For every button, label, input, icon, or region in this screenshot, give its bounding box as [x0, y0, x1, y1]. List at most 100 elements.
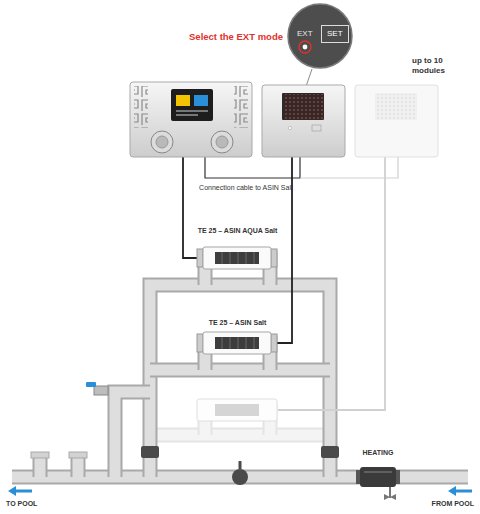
cable-label: Connection cable to ASIN Salt	[190, 184, 302, 192]
ghost-pipe-part	[150, 430, 330, 441]
zoom-circle: SET EXT	[287, 3, 353, 69]
valve-symbol-part	[239, 461, 242, 469]
asin-aqua-controller-part	[211, 131, 233, 153]
asin-aqua-controller-part	[216, 136, 228, 148]
shape-part	[299, 41, 311, 53]
part-name: TE 25 – ASIN Salt	[193, 318, 283, 328]
salt-cell: TE 25 – ASIN Salt	[193, 318, 283, 355]
asin-aqua-controller-part	[130, 82, 252, 157]
asin-aqua-controller-part	[171, 89, 213, 121]
pipework-part	[115, 392, 150, 477]
salt-cell-shape	[197, 246, 277, 270]
asin-aqua-controller-part	[194, 95, 208, 106]
valve-symbol-part	[94, 386, 108, 395]
flow-arrow	[8, 486, 472, 496]
pipework-part	[71, 456, 86, 477]
asin-salt-module-part	[312, 125, 321, 131]
pipework-part	[35, 456, 46, 477]
shape-part	[360, 467, 396, 487]
valve-symbol-part	[86, 382, 96, 387]
ghost-pipe-part	[215, 404, 259, 416]
extra-module-part	[376, 94, 416, 119]
valve-symbol-part	[141, 446, 159, 458]
shape-part	[203, 332, 271, 354]
asin-aqua-controller-part	[151, 131, 173, 153]
asin-aqua-controller-part	[134, 86, 148, 128]
pipework	[12, 258, 468, 477]
shape-part	[238, 252, 239, 264]
asin-salt-module-part	[282, 93, 324, 120]
shape-part	[246, 337, 247, 349]
valve-symbol-part	[389, 486, 391, 498]
shape-part	[303, 45, 308, 50]
asin-salt-module-part	[288, 126, 291, 129]
set-button: SET	[321, 25, 349, 43]
asin-salt-module-part	[262, 85, 345, 157]
module-note: up to 10 modules	[412, 56, 472, 75]
mode-label: EXT	[297, 29, 313, 39]
asin-aqua-controller-part	[176, 95, 190, 106]
shape-part	[364, 471, 392, 473]
callout-text: Select the EXT mode	[168, 31, 283, 42]
button-label: SET	[327, 29, 343, 39]
shape-part	[222, 252, 223, 264]
ghost-pipe-part	[197, 399, 277, 421]
extra-module	[355, 85, 438, 157]
shape-part	[215, 337, 259, 349]
valve-symbol-part	[321, 446, 339, 458]
shape-part	[271, 334, 277, 352]
flow-label: TO POOL	[6, 500, 66, 508]
pipework-part	[31, 452, 49, 458]
valve-symbol-part	[232, 469, 248, 485]
asin-salt-module	[262, 85, 345, 157]
cable-part	[183, 157, 199, 258]
asin-aqua-controller-part	[176, 110, 208, 112]
shape-part	[246, 252, 247, 264]
salt-cell-shape	[197, 331, 277, 355]
shape-part	[238, 337, 239, 349]
flow-arrow-part	[8, 486, 32, 496]
pipework-part	[73, 456, 84, 477]
flow-label: FROM POOL	[414, 500, 474, 508]
asin-salt-module-part	[283, 94, 323, 119]
zoom-circle-shape	[287, 3, 353, 69]
shape-part	[254, 337, 255, 349]
shape-part	[197, 334, 203, 352]
pipework-part	[69, 452, 87, 458]
shape-part	[288, 4, 352, 68]
pipework-part	[115, 392, 150, 477]
asin-aqua-controller-part	[176, 114, 198, 116]
shape-part	[222, 337, 223, 349]
shape-part	[230, 337, 231, 349]
shape-part	[230, 252, 231, 264]
valve-symbol	[86, 382, 396, 500]
pipework-part	[33, 456, 48, 477]
shape-part	[203, 247, 271, 269]
salt-cell: TE 25 – ASIN AQUA Salt	[193, 226, 283, 270]
pipework-part	[150, 285, 330, 477]
pipework-part	[150, 363, 330, 378]
cable-part	[278, 157, 385, 410]
shape-part	[215, 252, 259, 264]
flow-arrow-part	[448, 486, 472, 496]
part-name: TE 25 – ASIN AQUA Salt	[193, 226, 283, 236]
shape-part	[197, 249, 203, 267]
asin-aqua-controller	[130, 82, 252, 157]
pipework-part	[150, 365, 330, 376]
pipework-part	[150, 285, 330, 477]
cable-part	[205, 157, 300, 178]
shape-part	[254, 252, 255, 264]
cable-part	[300, 157, 398, 178]
ghost-pipe	[150, 399, 330, 435]
asin-aqua-controller-part	[156, 136, 168, 148]
shape-part	[271, 249, 277, 267]
extra-module-part	[355, 85, 438, 157]
valve-symbol-part	[384, 494, 396, 500]
part-name: HEATING	[355, 448, 401, 458]
heater: HEATING	[355, 448, 401, 488]
extra-module-part	[375, 93, 417, 120]
asin-aqua-controller-part	[234, 86, 248, 128]
heater-shape	[356, 466, 400, 488]
ghost-pipe-part	[150, 428, 330, 443]
